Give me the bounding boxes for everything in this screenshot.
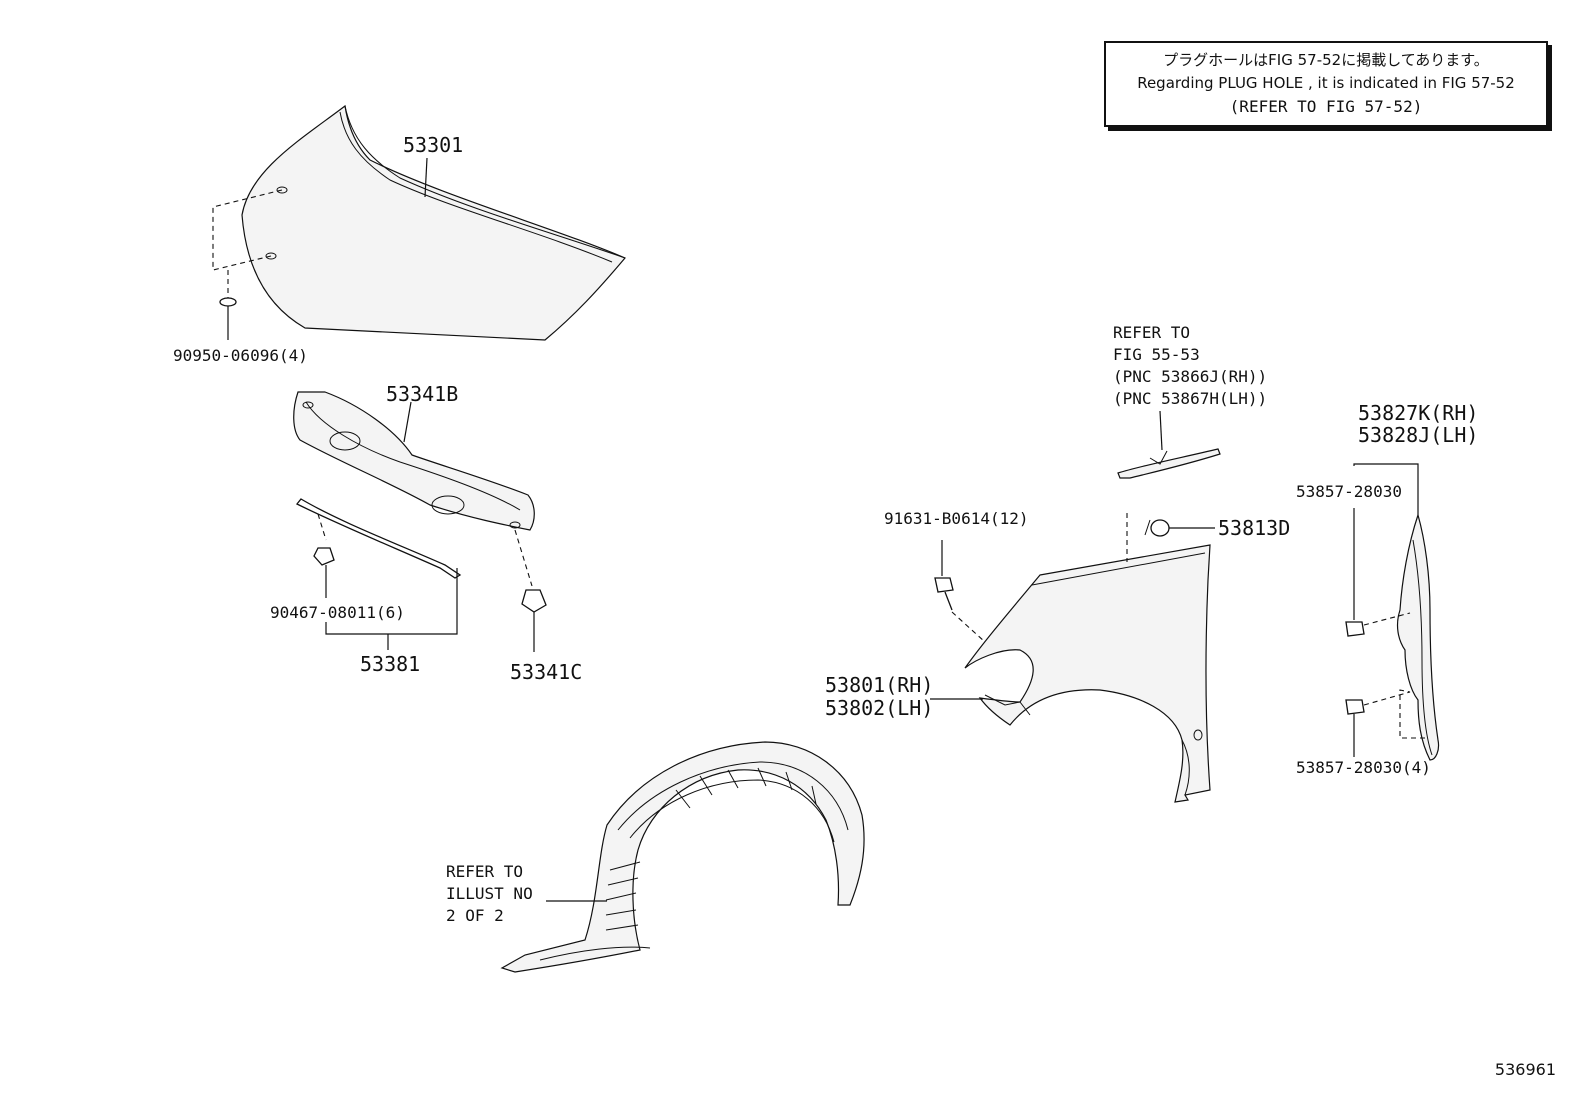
insulator-clip — [521, 589, 547, 652]
fender-liner — [500, 741, 865, 973]
apron-seal-lh-part-number: 53828J(LH) — [1358, 423, 1478, 447]
seal-clip-part-number: 90467-08011(6) — [270, 603, 405, 622]
fender-rh-part-number: 53801(RH) — [825, 673, 933, 697]
liner-refer-line1: REFER TO — [446, 862, 523, 881]
hood-leader — [424, 157, 428, 198]
insulator-leader — [403, 401, 412, 443]
hood-seal — [295, 498, 462, 579]
hood-clip-dash — [212, 189, 283, 271]
hood-clip — [219, 297, 237, 340]
liner-refer-line2: ILLUST NO — [446, 884, 533, 903]
illustration-id: 536961 — [1494, 1060, 1556, 1079]
notice-line-english: Regarding PLUG HOLE , it is indicated in… — [1137, 74, 1515, 92]
apron-clip-a-part-number: 53857-28030 — [1296, 482, 1402, 501]
apron-clip-b — [1345, 699, 1365, 757]
apron-seal-leader — [1353, 463, 1419, 515]
apron-seal-rh-part-number: 53827K(RH) — [1358, 401, 1478, 425]
fender-bolt-part-number: 91631-B0614(12) — [884, 509, 1029, 528]
hood-clip-part-number: 90950-06096(4) — [173, 346, 308, 365]
insulator-clip-part-number: 53341C — [510, 660, 582, 684]
fender-plug — [1144, 519, 1215, 537]
liner-refer-line3: 2 OF 2 — [446, 906, 504, 925]
notice-line-refer: (REFER TO FIG 57-52) — [1229, 97, 1423, 116]
apron-clip-b-part-number: 53857-28030(4) — [1296, 758, 1431, 777]
seal-clip — [313, 547, 335, 598]
plug-hole-notice: プラグホールはFIG 57-52に掲載してあります。 Regarding PLU… — [1104, 41, 1548, 127]
seal-leader — [325, 568, 458, 635]
refer-fig-line4: (PNC 53867H(LH)) — [1113, 389, 1267, 408]
fender-plug-part-number: 53813D — [1218, 516, 1290, 540]
hood-part-number: 53301 — [403, 133, 463, 157]
hood-insulator — [293, 391, 535, 531]
refer-fig-line3: (PNC 53866J(RH)) — [1113, 367, 1267, 386]
notice-line-japanese: プラグホールはFIG 57-52に掲載してあります。 — [1163, 51, 1489, 69]
insulator-part-number: 53341B — [386, 382, 458, 406]
fender-bolt — [934, 540, 954, 611]
refer-fig-line2: FIG 55-53 — [1113, 345, 1200, 364]
seal-part-number: 53381 — [360, 652, 420, 676]
fender-cover-bracket — [1117, 448, 1221, 479]
apron-clip-a — [1345, 621, 1365, 637]
hood-panel — [241, 104, 626, 341]
refer-fig-line1: REFER TO — [1113, 323, 1190, 342]
front-fender — [964, 544, 1211, 803]
fender-apron-seal — [1396, 512, 1440, 761]
fender-lh-part-number: 53802(LH) — [825, 696, 933, 720]
